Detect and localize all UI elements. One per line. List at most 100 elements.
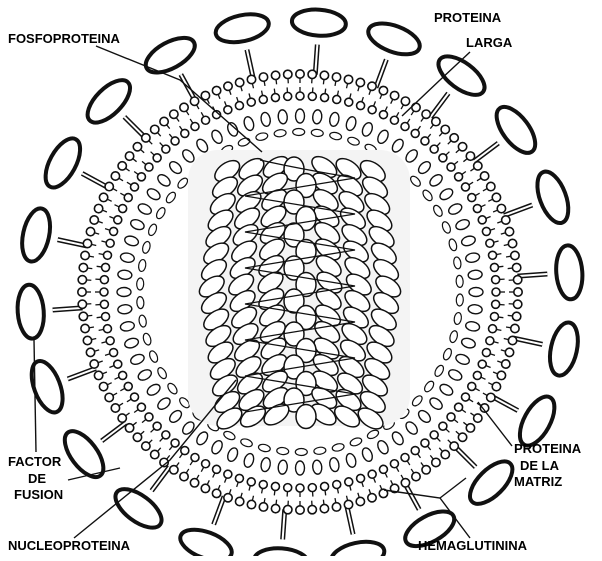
lipid-head	[103, 325, 111, 333]
lipid-head	[235, 474, 243, 482]
matrix-protein-inner	[176, 176, 189, 190]
matrix-protein	[260, 112, 272, 127]
spike-head	[109, 482, 168, 535]
spike-stalk-inner	[474, 143, 498, 161]
matrix-protein-inner	[421, 189, 434, 203]
lipid-head	[212, 86, 220, 94]
matrix-protein	[180, 148, 196, 165]
lipid-head	[486, 239, 494, 247]
lipid-head	[118, 414, 126, 422]
lipid-head	[468, 382, 476, 390]
lipid-head	[99, 382, 107, 390]
lipid-head	[171, 137, 179, 145]
lipid-head	[357, 102, 365, 110]
lipid-head	[411, 129, 419, 137]
lipid-head	[490, 313, 498, 321]
spike-head	[253, 546, 309, 556]
spike	[26, 357, 96, 417]
spike	[16, 284, 83, 340]
lipid-head	[235, 497, 243, 505]
lipid-head	[308, 484, 316, 492]
lipid-head	[432, 458, 440, 466]
lipid-head	[284, 70, 292, 78]
spike	[474, 100, 542, 161]
matrix-protein-inner	[147, 223, 158, 237]
lipid-head	[411, 447, 419, 455]
lipid-head	[379, 465, 387, 473]
lipid-head	[259, 73, 267, 81]
lipid-head	[489, 325, 497, 333]
matrix-protein	[167, 159, 183, 175]
label-proteina-matriz-line1: PROTEINA	[514, 441, 582, 456]
lipid-head	[247, 75, 255, 83]
spike	[176, 496, 236, 556]
lipid-head	[308, 92, 316, 100]
lipid-head	[450, 134, 458, 142]
lipid-head	[455, 403, 463, 411]
matrix-protein	[438, 187, 455, 202]
lipid-head	[119, 205, 127, 213]
matrix-protein	[376, 128, 391, 145]
lipid-head	[259, 95, 267, 103]
lipid-head	[332, 73, 340, 81]
lipid-head	[333, 481, 341, 489]
lipid-head	[111, 404, 119, 412]
lipid-head	[137, 403, 145, 411]
lipid-head	[83, 336, 91, 344]
spike	[213, 10, 271, 79]
lipid-head	[201, 484, 209, 492]
spike-stalk-inner	[214, 496, 224, 524]
spike	[253, 509, 309, 556]
lipid-head	[86, 227, 94, 235]
lipid-head	[430, 431, 438, 439]
lipid-head	[344, 75, 352, 83]
lipid-head	[296, 506, 304, 514]
lipid-head	[212, 489, 220, 497]
lipid-head	[83, 239, 91, 247]
lipid-head	[480, 172, 488, 180]
lipid-head	[145, 413, 153, 421]
lipid-head	[492, 193, 500, 201]
lipid-head	[131, 183, 139, 191]
lipid-head	[153, 154, 161, 162]
matrix-protein-inner	[409, 175, 422, 189]
lipid-head	[474, 162, 482, 170]
matrix-protein	[376, 439, 391, 456]
lipid-head	[142, 134, 150, 142]
matrix-protein	[124, 337, 140, 350]
lipid-head	[94, 371, 102, 379]
lipid-head	[79, 263, 87, 271]
matrix-protein-inner	[240, 437, 254, 448]
lipid-head	[422, 110, 430, 118]
lipid-head	[308, 505, 316, 513]
matrix-protein	[469, 288, 483, 297]
matrix-protein	[416, 159, 432, 175]
lipid-head	[321, 482, 329, 490]
lipid-head	[78, 300, 86, 308]
spike-head	[432, 49, 491, 102]
matrix-protein-inner	[156, 366, 168, 380]
lipid-head	[368, 82, 376, 90]
matrix-protein	[296, 461, 305, 475]
lipid-head	[190, 97, 198, 105]
matrix-protein	[460, 235, 476, 248]
lipid-head	[487, 393, 495, 401]
lipid-head	[514, 288, 522, 296]
matrix-protein	[447, 368, 464, 383]
matrix-protein	[428, 396, 445, 412]
lipid-head	[247, 478, 255, 486]
leader-proteina-matriz	[478, 402, 512, 446]
matrix-protein-inner	[237, 137, 251, 148]
lipid-head	[180, 472, 188, 480]
lipid-head	[357, 474, 365, 482]
lipid-head	[284, 505, 292, 513]
lipid-head	[421, 137, 429, 145]
lipid-head	[79, 312, 87, 320]
spike-head	[140, 31, 200, 80]
matrix-protein	[416, 408, 432, 424]
matrix-protein	[465, 321, 480, 333]
spike-head	[57, 425, 110, 484]
matrix-protein-inner	[313, 447, 326, 455]
lipid-head	[490, 263, 498, 271]
spike-stalk-inner	[504, 205, 532, 216]
